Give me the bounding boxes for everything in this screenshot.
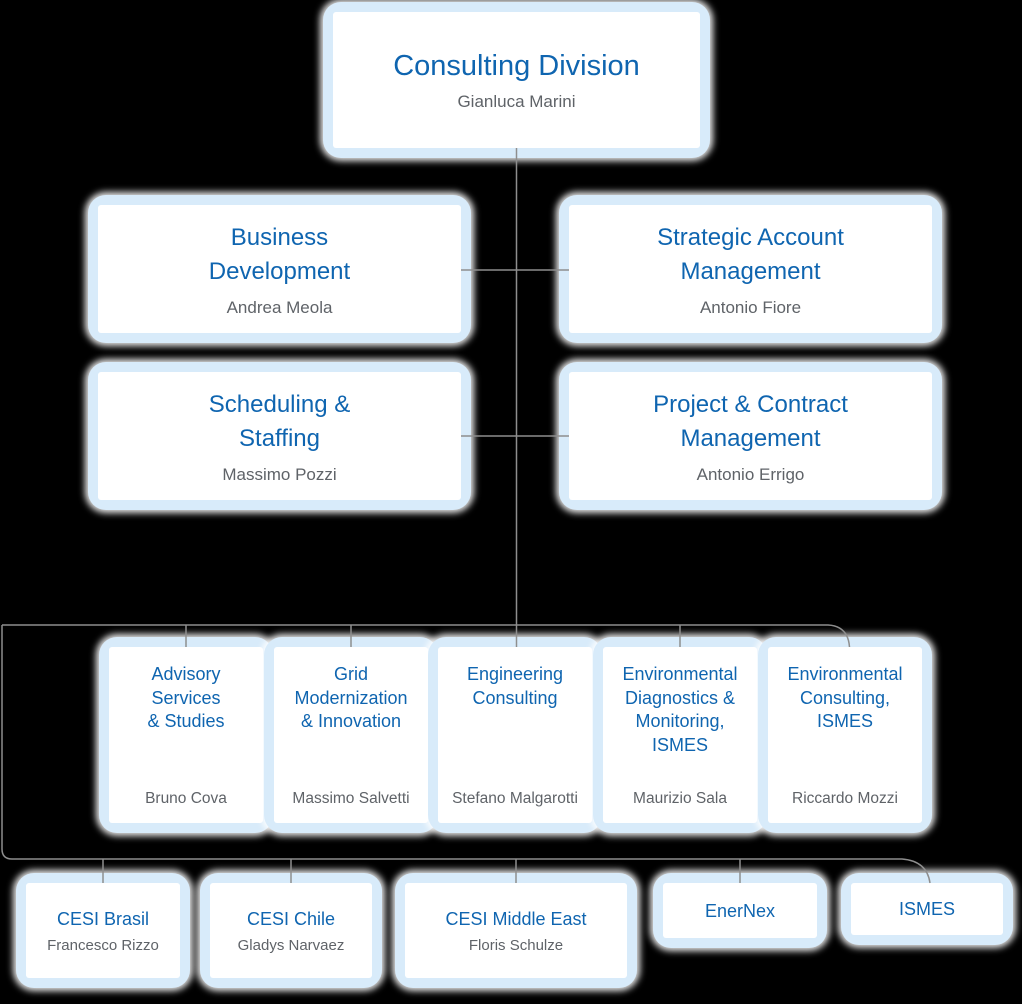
org-node-strategic-account-management: Strategic Account Management Antonio Fio… xyxy=(559,195,942,343)
org-card: EnerNex xyxy=(663,883,817,938)
org-node-project-contract-management: Project & Contract Management Antonio Er… xyxy=(559,362,942,510)
node-person: Gladys Narvaez xyxy=(237,936,345,954)
node-title: CESI Middle East xyxy=(445,908,587,929)
org-node-cesi-middle-east: CESI Middle East Floris Schulze xyxy=(395,873,637,988)
node-title: Business Development xyxy=(208,223,351,285)
node-title: Scheduling & Staffing xyxy=(208,390,351,452)
node-title: Environmental Consulting, ISMES xyxy=(787,664,903,731)
node-person: Antonio Errigo xyxy=(696,464,805,484)
node-person: Riccardo Mozzi xyxy=(792,790,898,807)
node-title: EnerNex xyxy=(704,900,776,921)
org-card: Consulting Division Gianluca Marini xyxy=(333,12,700,148)
node-person: Francesco Rizzo xyxy=(47,936,159,954)
node-person: Bruno Cova xyxy=(145,790,227,807)
org-card: ISMES xyxy=(851,883,1003,935)
org-node-business-development: Business Development Andrea Meola xyxy=(88,195,471,343)
org-node-cesi-chile: CESI Chile Gladys Narvaez xyxy=(200,873,382,988)
org-node-environmental-diagnostics-monitoring: Environmental Diagnostics & Monitoring, … xyxy=(593,637,767,833)
org-card: CESI Brasil Francesco Rizzo xyxy=(26,883,180,978)
node-title: Environmental Diagnostics & Monitoring, … xyxy=(622,664,738,755)
org-node-scheduling-staffing: Scheduling & Staffing Massimo Pozzi xyxy=(88,362,471,510)
node-person: Floris Schulze xyxy=(468,936,564,954)
org-card: Engineering Consulting Stefano Malgarott… xyxy=(438,647,592,823)
org-node-ismes: ISMES xyxy=(841,873,1013,945)
org-card: CESI Middle East Floris Schulze xyxy=(405,883,627,978)
node-person: Andrea Meola xyxy=(226,297,333,317)
org-card: Scheduling & Staffing Massimo Pozzi xyxy=(98,372,461,500)
org-node-enernex: EnerNex xyxy=(653,873,827,948)
org-node-engineering-consulting: Engineering Consulting Stefano Malgarott… xyxy=(428,637,602,833)
node-title: CESI Brasil xyxy=(56,908,150,929)
node-person: Maurizio Sala xyxy=(633,790,727,807)
org-card: Strategic Account Management Antonio Fio… xyxy=(569,205,932,333)
node-title: Consulting Division xyxy=(393,49,640,82)
node-person: Stefano Malgarotti xyxy=(452,790,578,807)
org-card: Project & Contract Management Antonio Er… xyxy=(569,372,932,500)
node-person: Antonio Fiore xyxy=(699,297,802,317)
node-person: Massimo Pozzi xyxy=(222,464,337,484)
org-card: Advisory Services & Studies Bruno Cova xyxy=(109,647,263,823)
org-card: Grid Modernization & Innovation Massimo … xyxy=(274,647,428,823)
org-card: CESI Chile Gladys Narvaez xyxy=(210,883,372,978)
org-node-advisory-services-studies: Advisory Services & Studies Bruno Cova xyxy=(99,637,273,833)
node-title: ISMES xyxy=(898,899,955,919)
org-node-cesi-brasil: CESI Brasil Francesco Rizzo xyxy=(16,873,190,988)
org-card: Environmental Consulting, ISMES Riccardo… xyxy=(768,647,922,823)
node-title: Project & Contract Management xyxy=(653,390,848,452)
org-node-consulting-division: Consulting Division Gianluca Marini xyxy=(323,2,710,158)
org-card: Business Development Andrea Meola xyxy=(98,205,461,333)
node-title: CESI Chile xyxy=(246,908,336,929)
node-person: Massimo Salvetti xyxy=(292,790,410,807)
node-title: Strategic Account Management xyxy=(657,223,844,285)
org-node-environmental-consulting-ismes: Environmental Consulting, ISMES Riccardo… xyxy=(758,637,932,833)
node-title: Engineering Consulting xyxy=(466,664,564,708)
node-title: Advisory Services & Studies xyxy=(147,664,225,731)
org-node-grid-modernization-innovation: Grid Modernization & Innovation Massimo … xyxy=(264,637,438,833)
node-person: Gianluca Marini xyxy=(457,91,576,111)
node-title: Grid Modernization & Innovation xyxy=(294,664,408,731)
org-card: Environmental Diagnostics & Monitoring, … xyxy=(603,647,757,823)
